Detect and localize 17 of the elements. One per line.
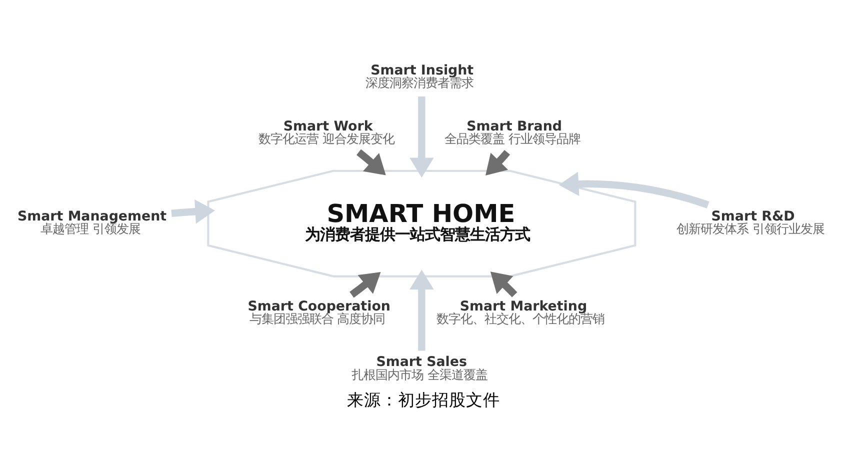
- node-text: Smart R&D 创新研发体系 引领行业发展: [676, 208, 824, 236]
- arrow: [349, 271, 380, 298]
- arrow: [356, 148, 386, 175]
- node-text: Smart Sales 扎根国内市场 全渠道覆盖: [350, 354, 487, 382]
- arrow: [558, 171, 709, 208]
- node-text: Smart Insight 深度洞察消费者需求: [364, 63, 474, 90]
- node-text: Smart Work 数字化运营 迎合发展变化: [258, 118, 394, 146]
- arrow: [409, 96, 434, 178]
- node-text: Smart Management 卓越管理 引领发展: [16, 208, 166, 236]
- node-text: Smart Cooperation 与集团强强联合 高度协同: [247, 298, 390, 326]
- node-text: Smart Marketing 数字化、社交化、个性化的营销: [436, 298, 604, 326]
- arrow: [170, 198, 215, 224]
- arrow: [409, 269, 434, 350]
- arrow: [490, 271, 517, 297]
- caption: 来源：初步招股文件: [346, 390, 500, 409]
- arrow: [485, 149, 510, 175]
- node-text: Smart Brand 全品类覆盖 行业领导品牌: [444, 118, 580, 146]
